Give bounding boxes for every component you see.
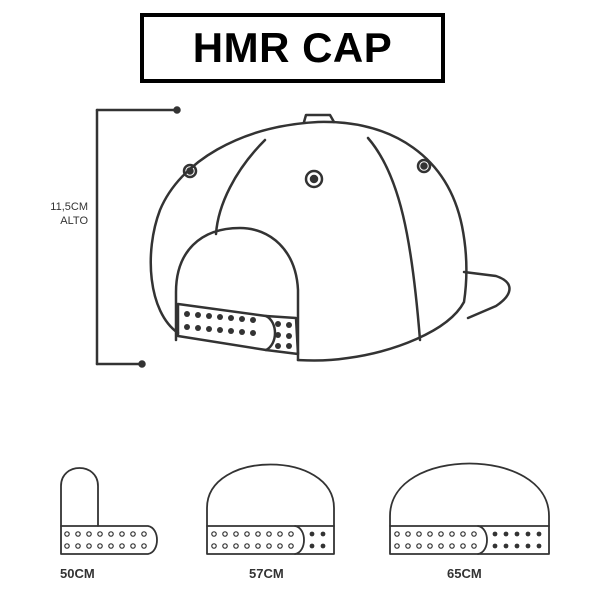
page-title: HMR CAP [192, 24, 393, 71]
title-box: HMR CAP [140, 13, 445, 83]
height-value: 11,5CM [50, 201, 88, 213]
height-dimension-line [95, 106, 181, 368]
size-label-65: 65CM [447, 566, 482, 581]
size-label-50: 50CM [60, 566, 95, 581]
size-strap-65 [389, 462, 550, 555]
size-label-57: 57CM [249, 566, 284, 581]
size-strap-57 [206, 463, 335, 555]
height-note: ALTO [60, 215, 88, 227]
height-dimension-label: 11,5CM ALTO [50, 200, 88, 228]
strap-holes [184, 311, 292, 349]
cap-back-view [149, 113, 511, 362]
size-strap-50 [60, 467, 158, 555]
